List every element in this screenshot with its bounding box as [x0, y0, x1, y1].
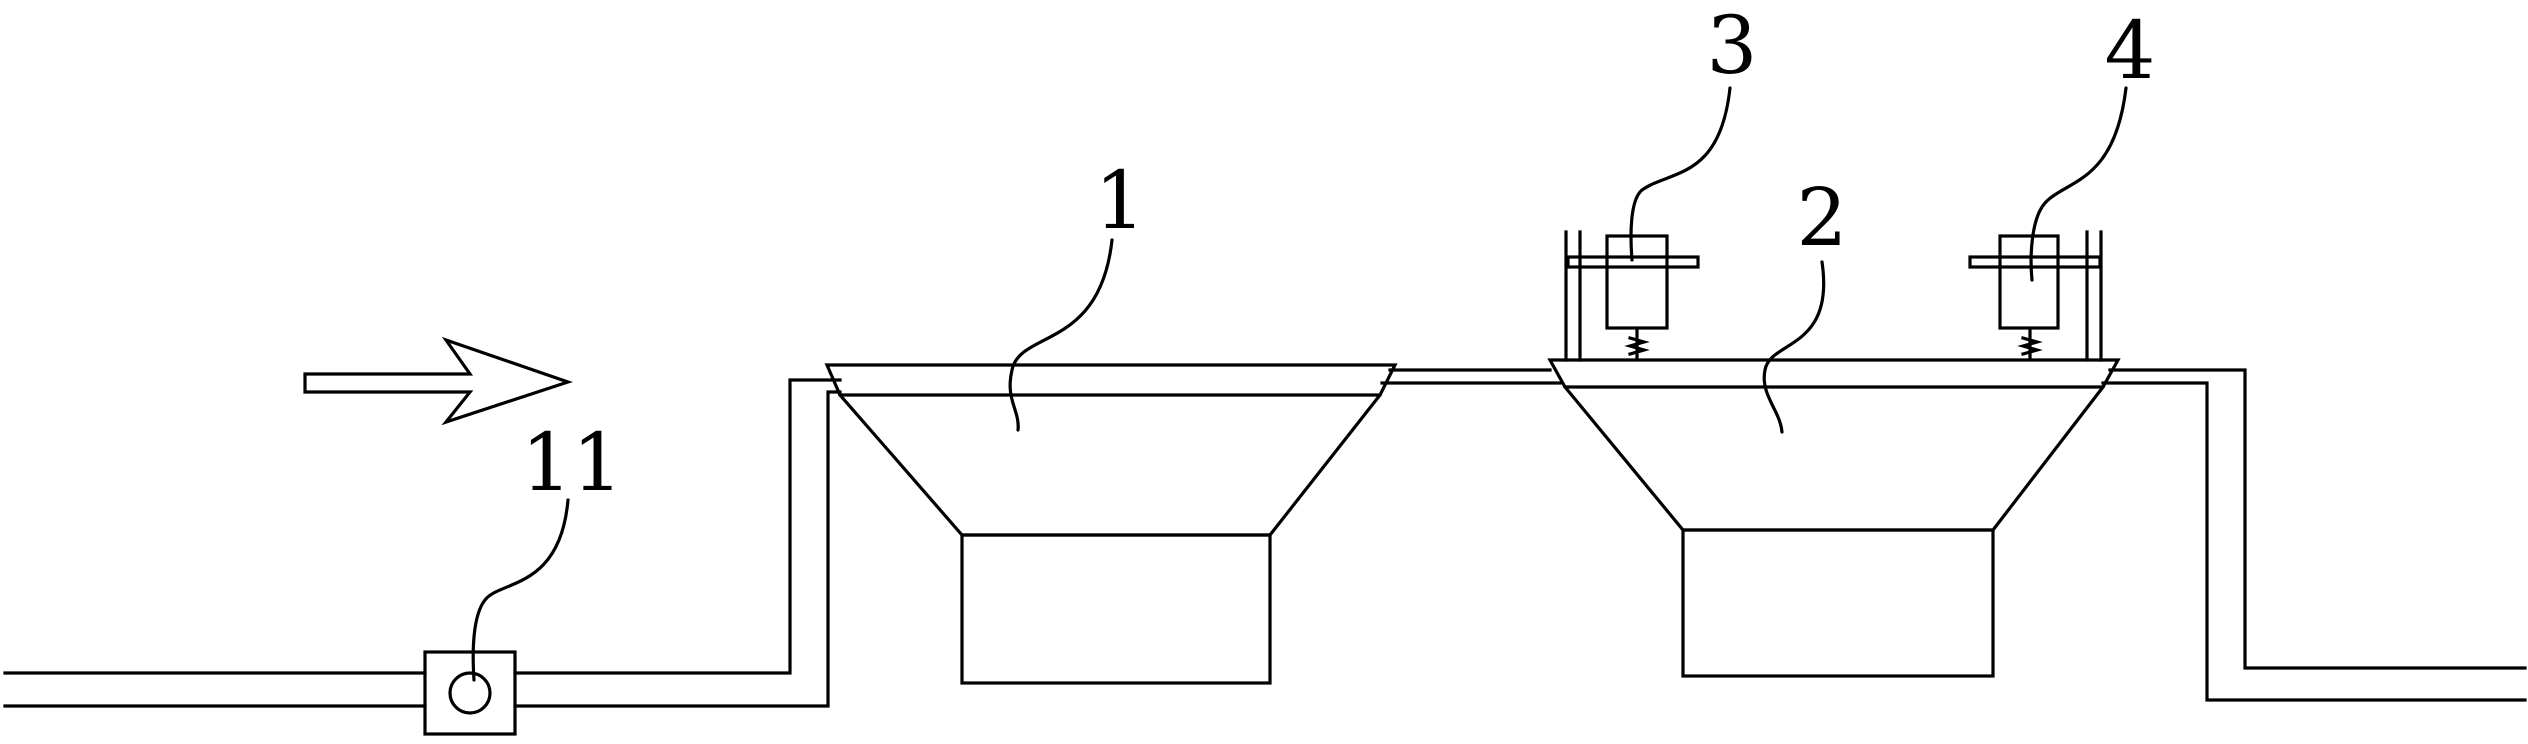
label-tank-1: 1	[1095, 154, 1146, 247]
label-sensor-3: 3	[1707, 0, 1758, 92]
leader-lines	[471, 86, 2128, 682]
sensor-4	[1968, 230, 2103, 362]
reference-labels: 1 2 3 4 11	[521, 0, 2155, 509]
outlet-pipe	[2101, 368, 2527, 702]
arrow-right-icon	[303, 336, 574, 426]
label-tank-2: 2	[1797, 171, 1848, 264]
inlet-pipe	[3, 378, 842, 708]
leader-valve-11	[471, 498, 570, 682]
label-sensor-4: 4	[2105, 4, 2156, 97]
tank-2	[1547, 358, 2121, 678]
valve	[423, 650, 517, 736]
leader-tank-2	[1762, 260, 1826, 434]
connecting-pipe	[1380, 368, 1562, 385]
leader-tank-1	[1008, 238, 1114, 432]
sensor-3	[1564, 230, 1700, 362]
tank-1	[824, 363, 1398, 685]
leader-sensor-3	[1629, 86, 1732, 262]
label-valve-11: 11	[521, 416, 623, 509]
leader-sensor-4	[2029, 86, 2128, 282]
